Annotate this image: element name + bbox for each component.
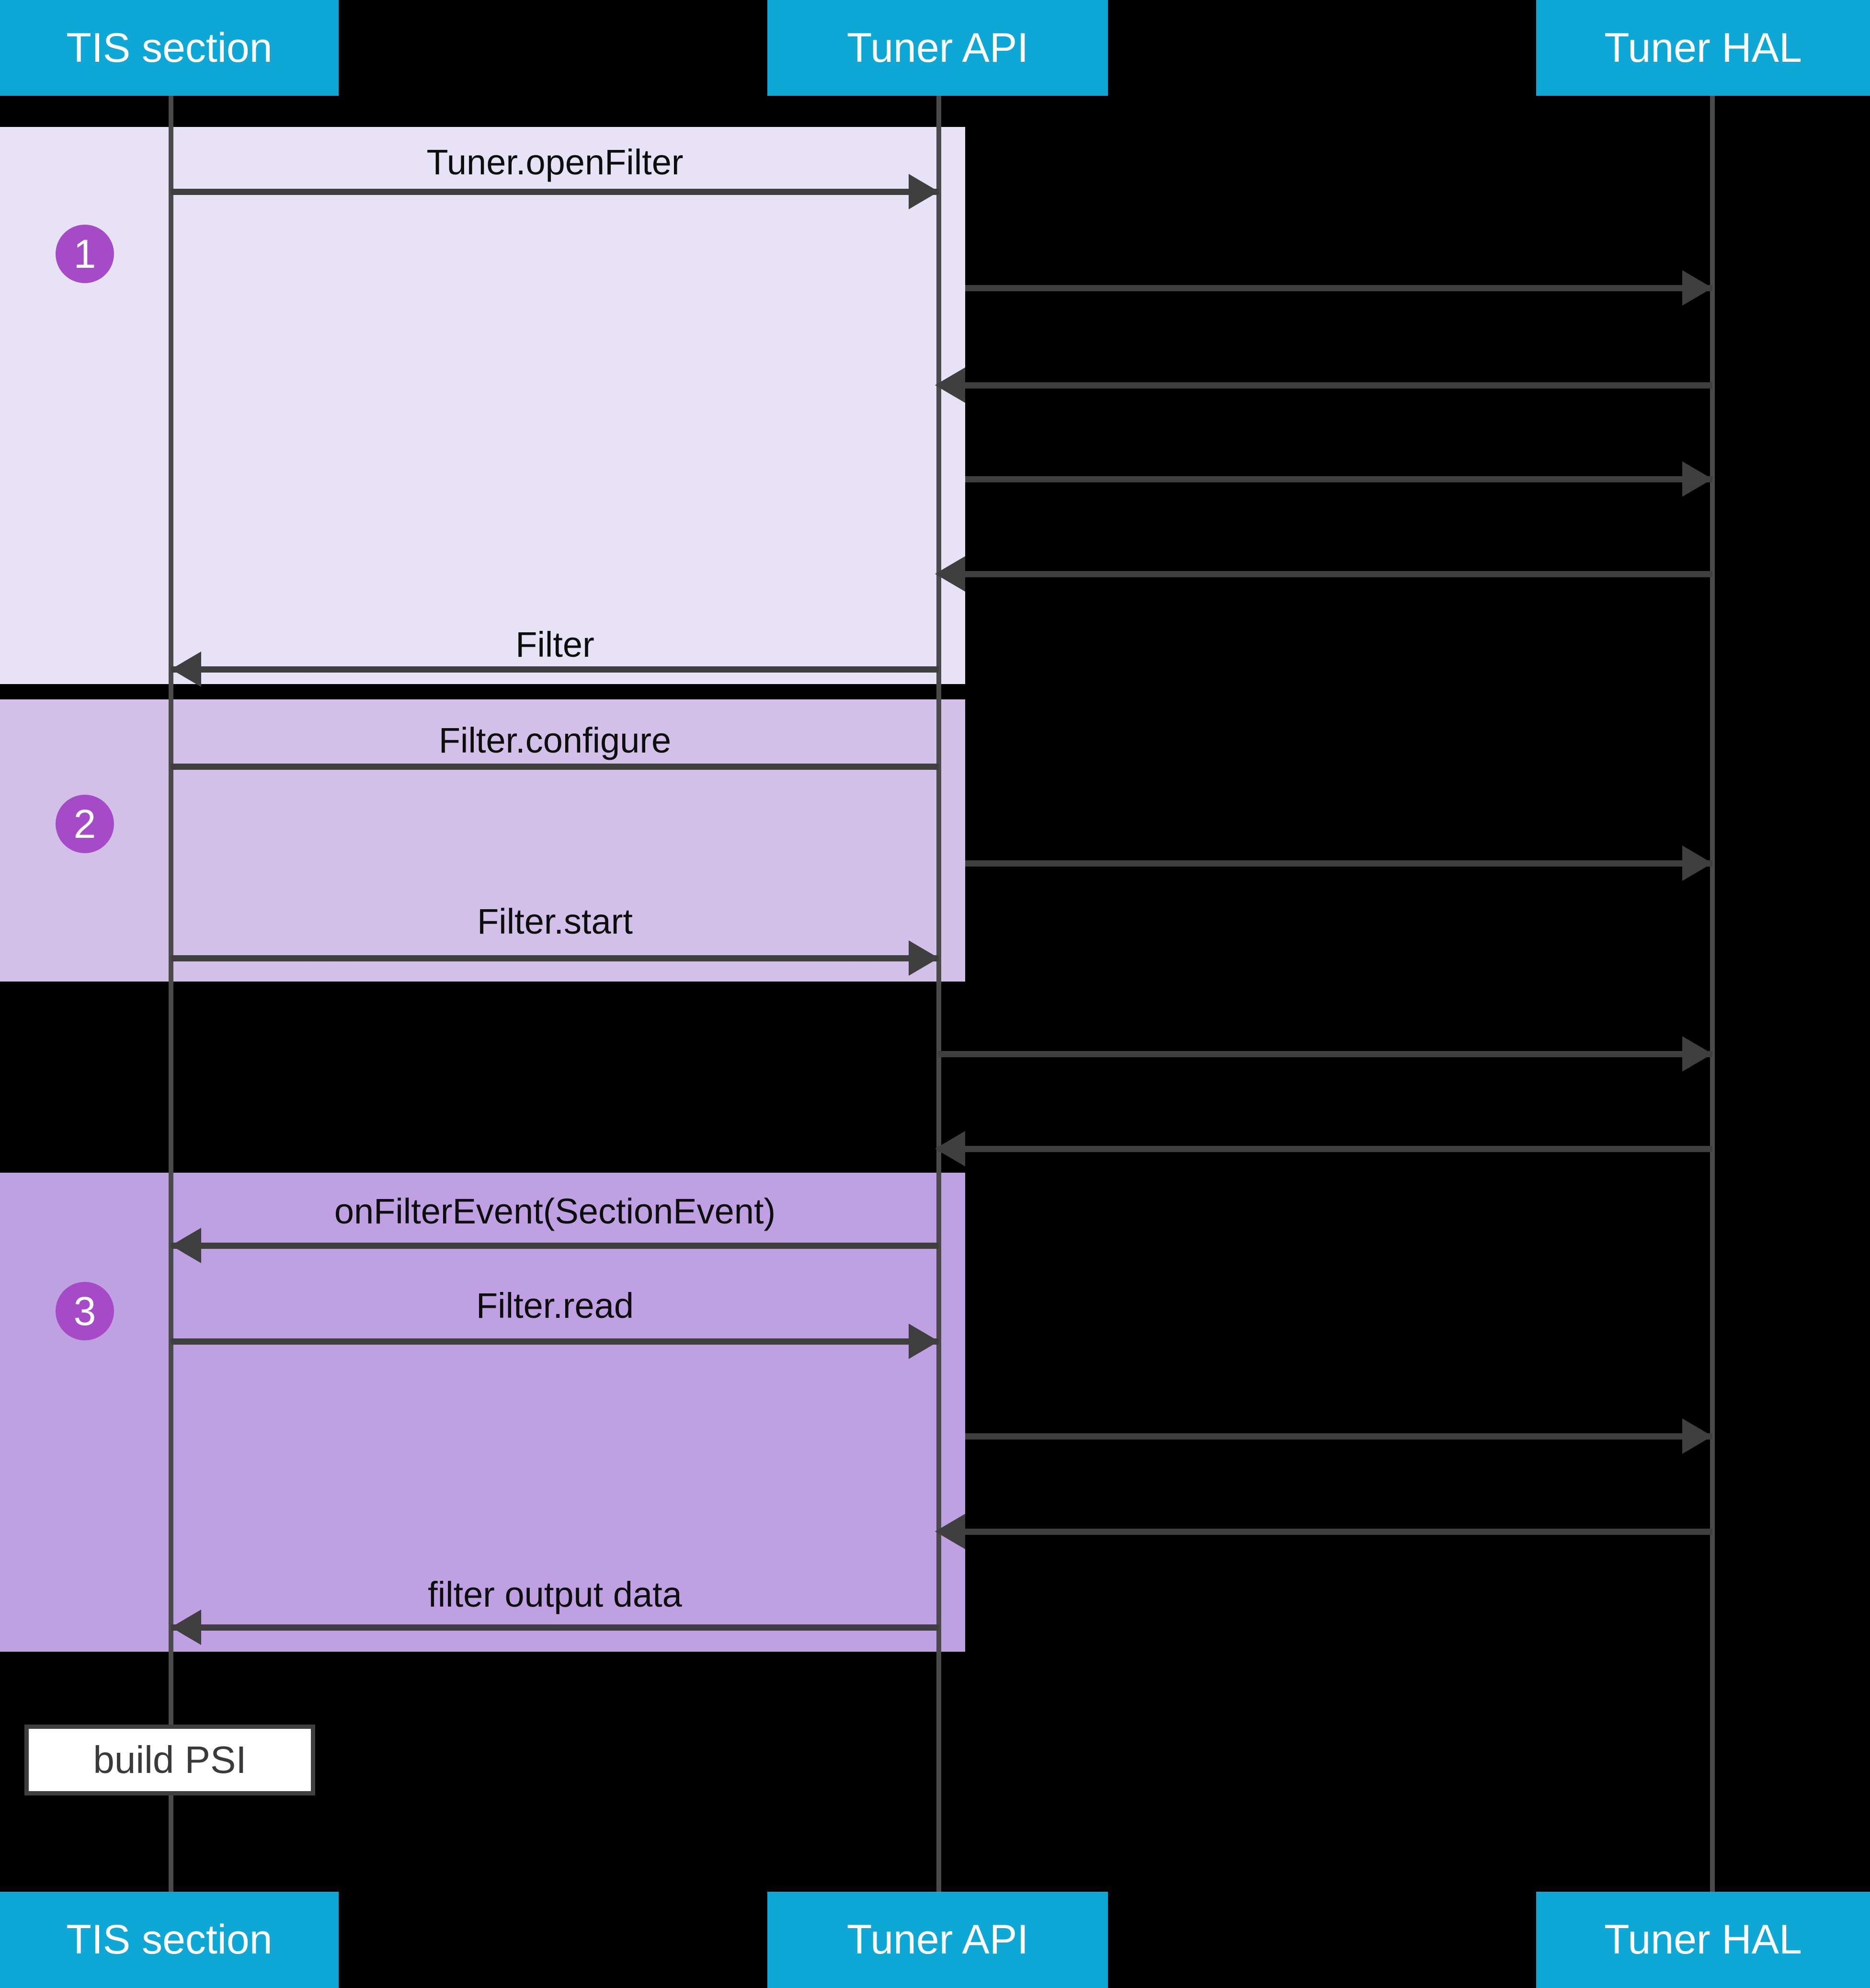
tuner-api-lifeline xyxy=(936,96,941,1892)
participant-label: Tuner HAL xyxy=(1604,1917,1802,1963)
participant-header-tis-section-top: TIS section xyxy=(0,0,339,96)
participant-label: Tuner API xyxy=(846,1917,1029,1963)
message-arrow-hal-to-api-5 xyxy=(965,1529,1712,1535)
build-psi-note: build PSI xyxy=(24,1725,315,1795)
arrowhead-left-icon xyxy=(935,1131,965,1166)
participant-label: TIS section xyxy=(66,24,273,71)
step-badge-2: 2 xyxy=(56,795,114,853)
message-label-filter-output-data: filter output data xyxy=(428,1574,682,1614)
arrowhead-right-icon xyxy=(909,940,939,976)
step2-section-background xyxy=(0,699,965,982)
tuner-hal-lifeline xyxy=(1710,96,1715,1892)
message-arrow-api-to-hal-4 xyxy=(938,1051,1712,1057)
arrowhead-right-icon xyxy=(1682,270,1712,306)
message-label-on-filter-event: onFilterEvent(SectionEvent) xyxy=(334,1191,776,1231)
message-arrow-hal-to-api-4 xyxy=(938,1146,1712,1152)
arrowhead-left-icon xyxy=(171,651,201,687)
arrowhead-right-icon xyxy=(909,1324,939,1359)
step-badge-3-number: 3 xyxy=(73,1288,96,1334)
participant-label: Tuner API xyxy=(846,24,1029,71)
step-badge-3: 3 xyxy=(56,1282,114,1340)
message-arrow-api-to-hal-5 xyxy=(965,1433,1712,1440)
arrowhead-left-icon xyxy=(935,367,965,403)
participant-header-tuner-api-bottom: Tuner API xyxy=(767,1892,1108,1988)
participant-header-tuner-hal-bottom: Tuner HAL xyxy=(1536,1892,1870,1988)
arrowhead-left-icon xyxy=(935,1514,965,1549)
tis-section-lifeline xyxy=(169,96,173,1892)
step1-section-background xyxy=(0,127,965,684)
arrowhead-right-icon xyxy=(909,174,939,209)
arrowhead-right-icon xyxy=(1682,1418,1712,1454)
message-label-filter-read: Filter.read xyxy=(476,1285,634,1325)
message-arrow-hal-to-api-1 xyxy=(965,382,1712,388)
message-arrow-filter-read xyxy=(171,1338,939,1345)
arrowhead-right-icon xyxy=(1682,461,1712,497)
message-arrow-api-to-hal-3 xyxy=(965,860,1712,867)
message-arrow-filter-start xyxy=(171,955,939,961)
build-psi-note-label: build PSI xyxy=(93,1738,247,1781)
message-arrow-api-to-hal-1 xyxy=(965,285,1712,291)
arrowhead-right-icon xyxy=(1682,845,1712,881)
message-arrow-api-to-hal-2 xyxy=(965,476,1712,482)
message-label-filter-configure: Filter.configure xyxy=(438,720,672,760)
arrowhead-left-icon xyxy=(171,1228,201,1263)
message-label-filter-start: Filter.start xyxy=(477,901,633,941)
step3-section-background xyxy=(0,1173,965,1652)
message-arrow-tuner-open-filter xyxy=(171,189,939,195)
message-arrow-hal-to-api-2 xyxy=(965,571,1712,577)
message-arrow-filter-output-data xyxy=(171,1624,939,1631)
participant-header-tuner-api-top: Tuner API xyxy=(767,0,1108,96)
message-label-tuner-open-filter: Tuner.openFilter xyxy=(426,142,684,182)
step-badge-1-number: 1 xyxy=(73,231,96,276)
step-badge-1: 1 xyxy=(56,225,114,283)
message-arrow-filter-configure xyxy=(171,764,939,770)
arrowhead-left-icon xyxy=(171,1610,201,1645)
message-arrow-filter-return xyxy=(171,666,939,673)
step-badge-2-number: 2 xyxy=(73,801,96,846)
message-arrow-on-filter-event xyxy=(171,1243,939,1249)
participant-label: TIS section xyxy=(66,1917,273,1963)
arrowhead-left-icon xyxy=(935,556,965,592)
participant-header-tis-section-bottom: TIS section xyxy=(0,1892,339,1988)
participant-header-tuner-hal-top: Tuner HAL xyxy=(1536,0,1870,96)
arrowhead-right-icon xyxy=(1682,1036,1712,1072)
message-label-filter-return: Filter xyxy=(515,624,594,664)
participant-label: Tuner HAL xyxy=(1604,24,1802,71)
